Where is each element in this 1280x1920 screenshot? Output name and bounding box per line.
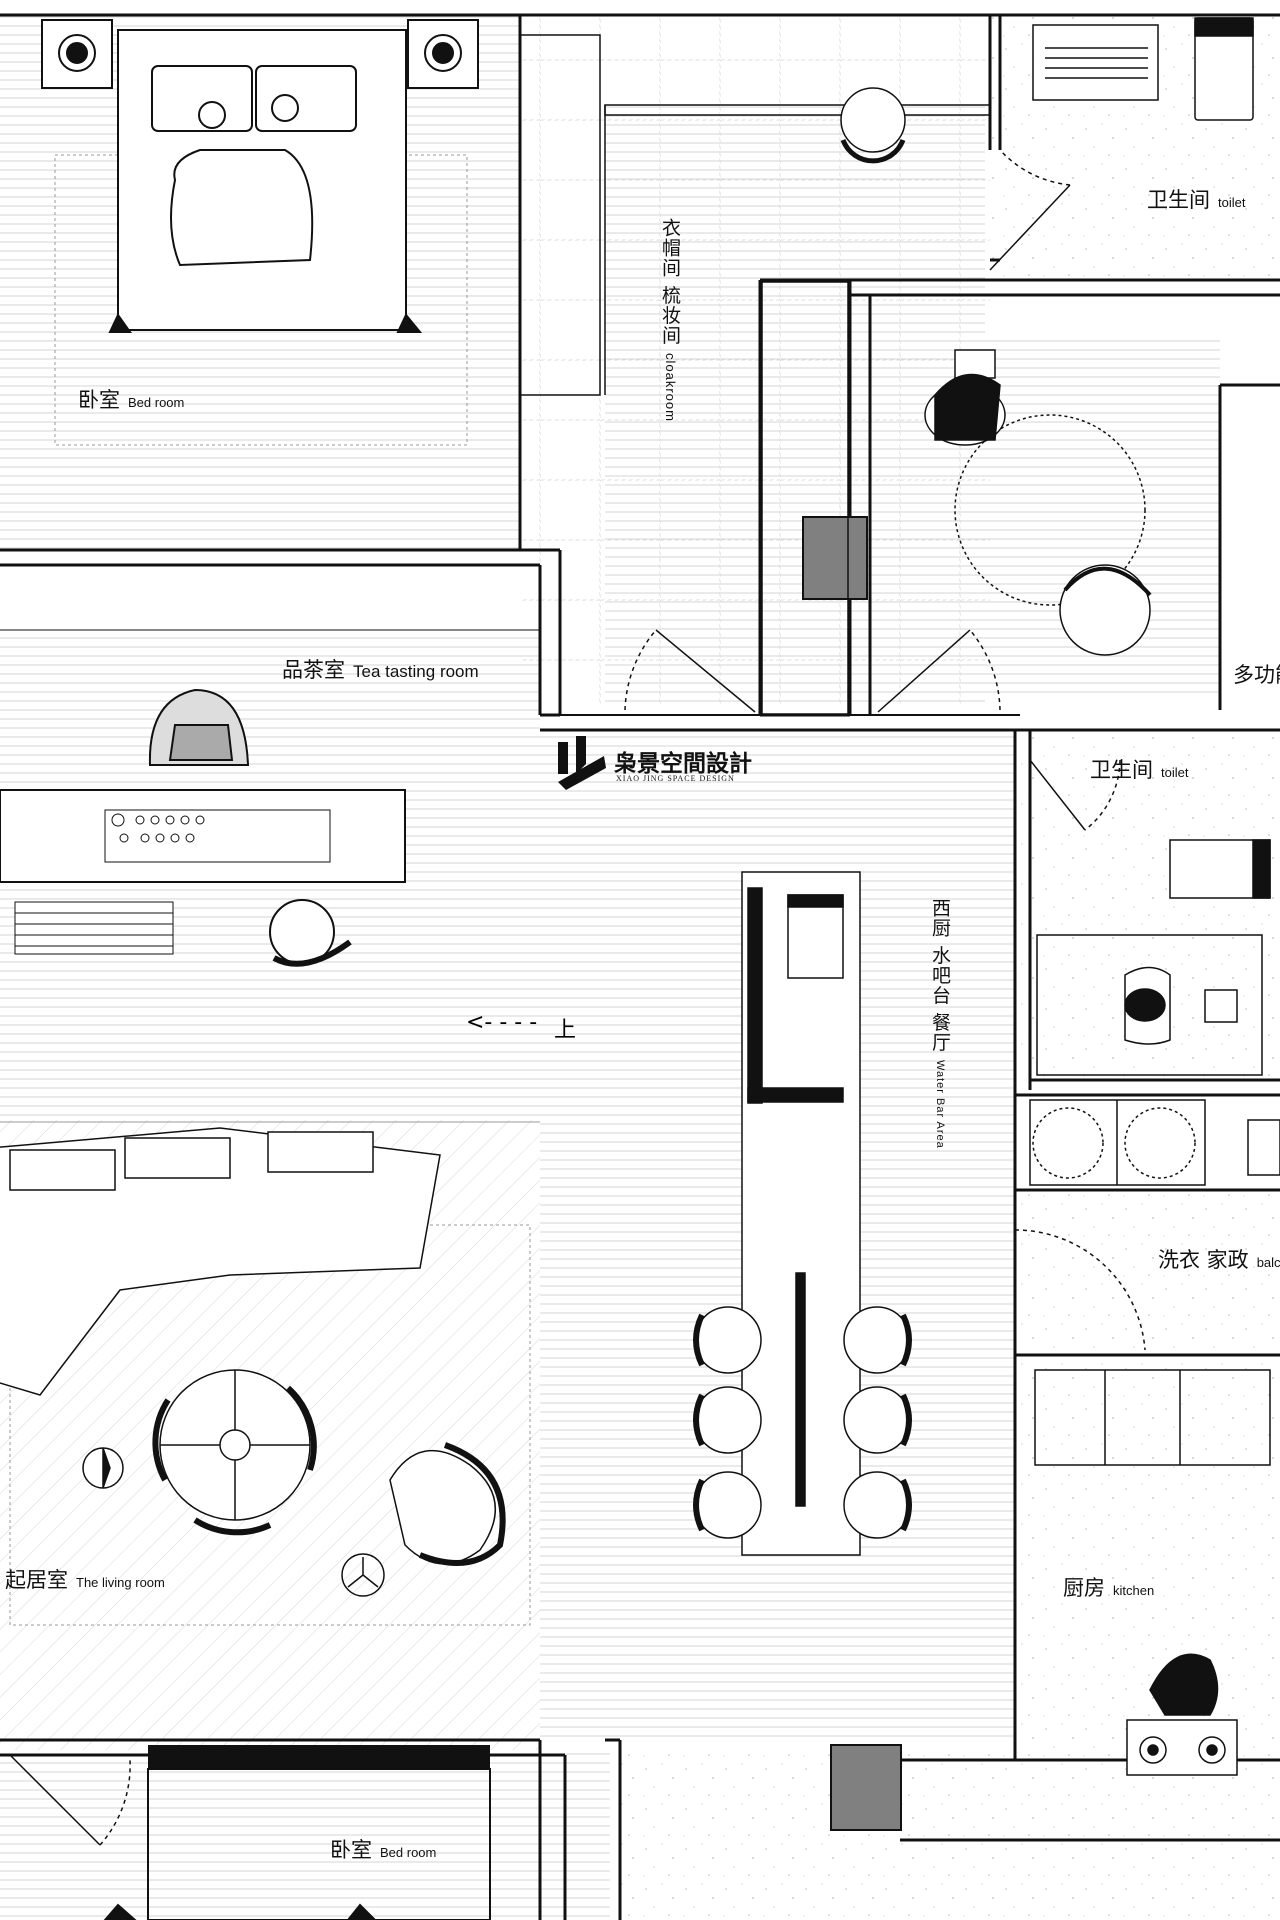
logo-subtitle: XIAO JING SPACE DESIGN bbox=[616, 774, 735, 783]
living-room-furniture bbox=[0, 1121, 540, 1626]
headboard-bottom bbox=[148, 1745, 490, 1769]
logo-title: 枭景空間設計 bbox=[614, 750, 752, 777]
brand-logo: 枭景空間設計 XIAO JING SPACE DESIGN bbox=[556, 734, 778, 792]
laundry-cabinets bbox=[1029, 1099, 1280, 1466]
multi-room-furniture bbox=[924, 349, 1152, 656]
stair-up-marker: <- - - - 上 bbox=[466, 1010, 576, 1043]
toilet-mid-fixtures bbox=[1036, 839, 1271, 1076]
toilet-top-fixtures bbox=[1032, 17, 1254, 121]
columns bbox=[802, 516, 902, 1831]
doors bbox=[9, 149, 1146, 1846]
logo-mark-icon bbox=[558, 736, 606, 790]
walls bbox=[0, 13, 1280, 1920]
bed-bottom bbox=[103, 1768, 491, 1920]
left-arrow-icon: <- - - - bbox=[466, 1010, 538, 1035]
room-label-water-bar: 西厨 水吧台 餐厅Water Bar Area bbox=[929, 898, 951, 1149]
room-label-laundry: 洗衣 家政balcony bbox=[1158, 1248, 1280, 1272]
water-bar-island bbox=[693, 871, 912, 1556]
tea-room-furniture bbox=[0, 629, 540, 967]
stair-label: 上 bbox=[554, 1018, 577, 1043]
bed-top bbox=[41, 19, 479, 446]
cloakroom-cabinets bbox=[519, 34, 991, 715]
cloak-pouf bbox=[840, 87, 906, 164]
kitchen-stove bbox=[1126, 1653, 1238, 1776]
room-label-cloakroom: 衣帽间 梳妆间cloakroom bbox=[659, 218, 681, 423]
room-label-multi: 多功能 bbox=[1233, 663, 1280, 687]
